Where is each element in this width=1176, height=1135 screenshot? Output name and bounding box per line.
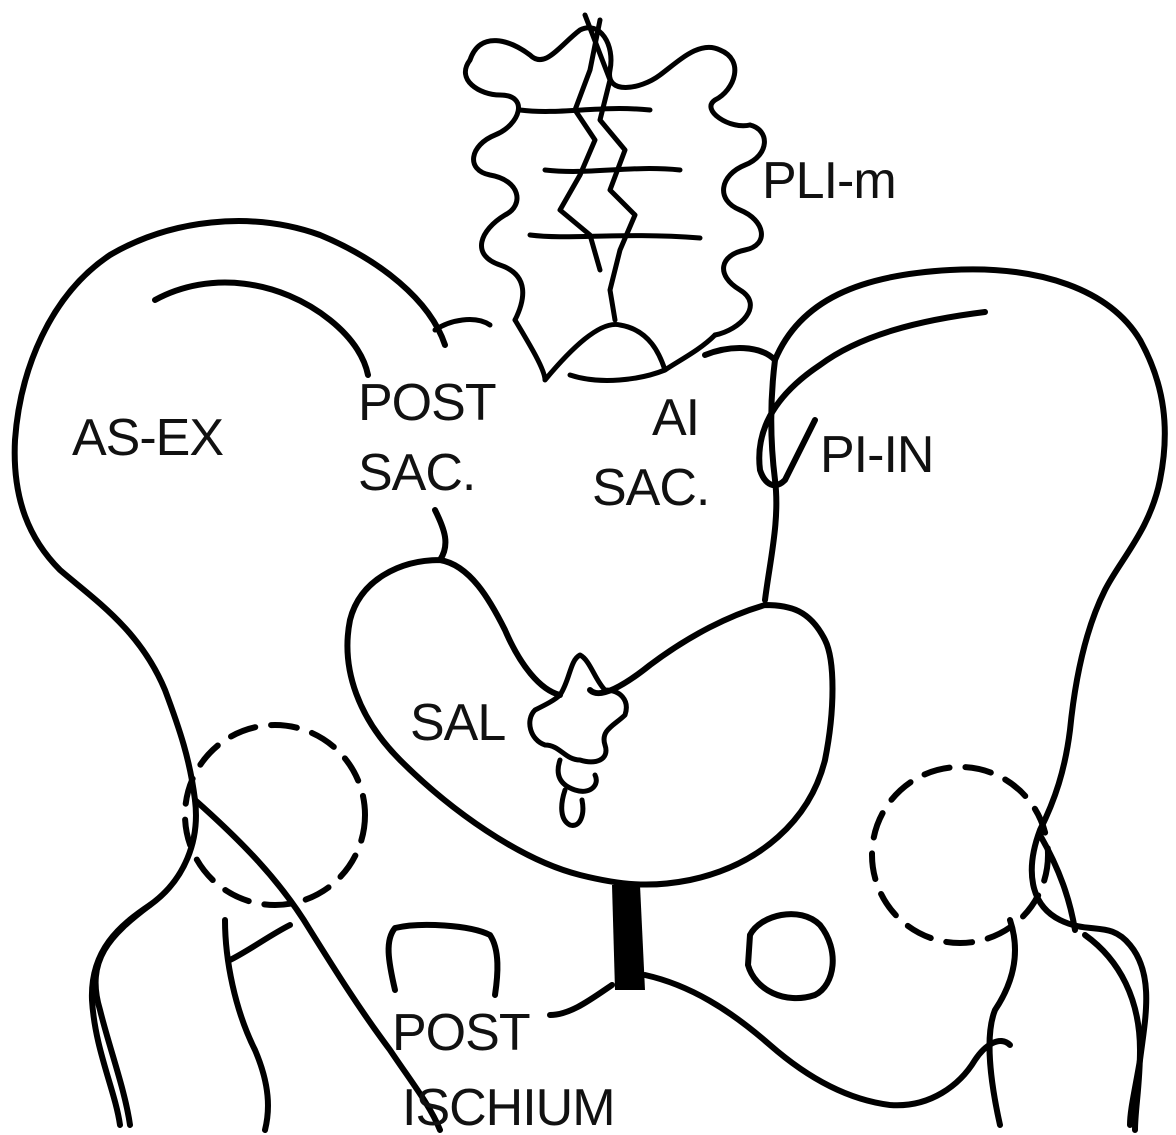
pubic-symphysis (612, 885, 645, 990)
vertebral-body-lines (520, 109, 700, 238)
label-post-ischium-line1: POST (392, 1004, 530, 1062)
vertebra-left-wave (465, 60, 522, 320)
coccyx-segments (530, 655, 627, 825)
right-obturator (748, 914, 833, 998)
label-pi-in: PI-IN (820, 426, 933, 484)
left-pubic-ramus (550, 985, 612, 1015)
left-obturator-inner (389, 925, 498, 995)
label-ai-sac-line1: AI (652, 389, 699, 447)
right-pubic-ramus (645, 975, 1010, 1105)
label-post-sac-line2: SAC. (358, 444, 475, 502)
left-sacroiliac-line (435, 320, 490, 330)
sacral-base (515, 320, 715, 380)
left-ilium-outline (15, 221, 445, 1125)
right-femoral-head (872, 767, 1048, 943)
label-ai-sac-line2: SAC. (592, 459, 709, 517)
label-sal: SAL (410, 694, 505, 752)
label-post-ischium-line2: ISCHIUM (402, 1079, 615, 1135)
spinous-process-left (560, 20, 600, 270)
label-post-sac-line1: POST (358, 374, 496, 432)
vertebra-right-wave (715, 125, 764, 335)
label-pli-m: PLI-m (762, 152, 896, 210)
lumbar-spine (465, 15, 764, 380)
right-femur (990, 835, 1140, 1130)
left-iliac-crest-inner (155, 283, 368, 375)
label-as-ex: AS-EX (72, 409, 223, 467)
sacrum-left-edge (435, 510, 445, 560)
